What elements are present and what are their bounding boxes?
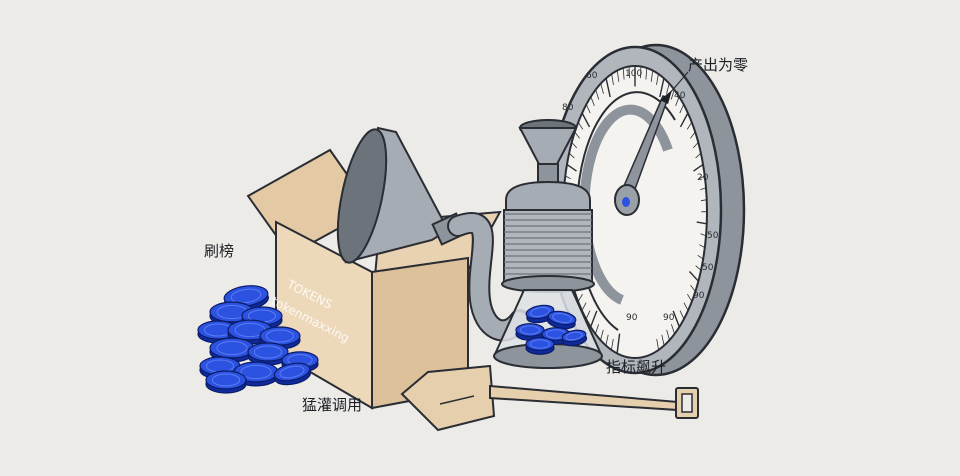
gauge-numeral: 90	[693, 291, 705, 301]
shovel-handle	[490, 386, 678, 410]
needle-hub-center	[622, 197, 630, 207]
gauge-numeral: 50	[707, 231, 719, 241]
token-coin	[526, 338, 554, 355]
shovel-grip-hole	[682, 394, 692, 412]
label-output-zero: 产出为零	[688, 56, 748, 74]
machine-coil	[504, 210, 592, 282]
gauge-numeral: 40	[674, 91, 686, 101]
token-coin	[206, 371, 246, 393]
gauge-numeral: 100	[625, 69, 642, 79]
token-coin	[273, 360, 312, 387]
machine-dome	[506, 182, 590, 212]
label-force-call: 猛灌调用	[302, 396, 362, 414]
gauge-numeral: 50	[702, 263, 714, 273]
gauge-numeral: 60	[586, 71, 598, 81]
label-metric-soar: 指标飙升	[606, 358, 666, 376]
gauge-numeral: 80	[562, 103, 574, 113]
gauge-numeral: 20	[697, 173, 709, 183]
gauge-numeral: 90	[663, 313, 675, 323]
label-ranking: 刷榜	[204, 242, 234, 260]
gauge-numeral: 90	[626, 313, 638, 323]
